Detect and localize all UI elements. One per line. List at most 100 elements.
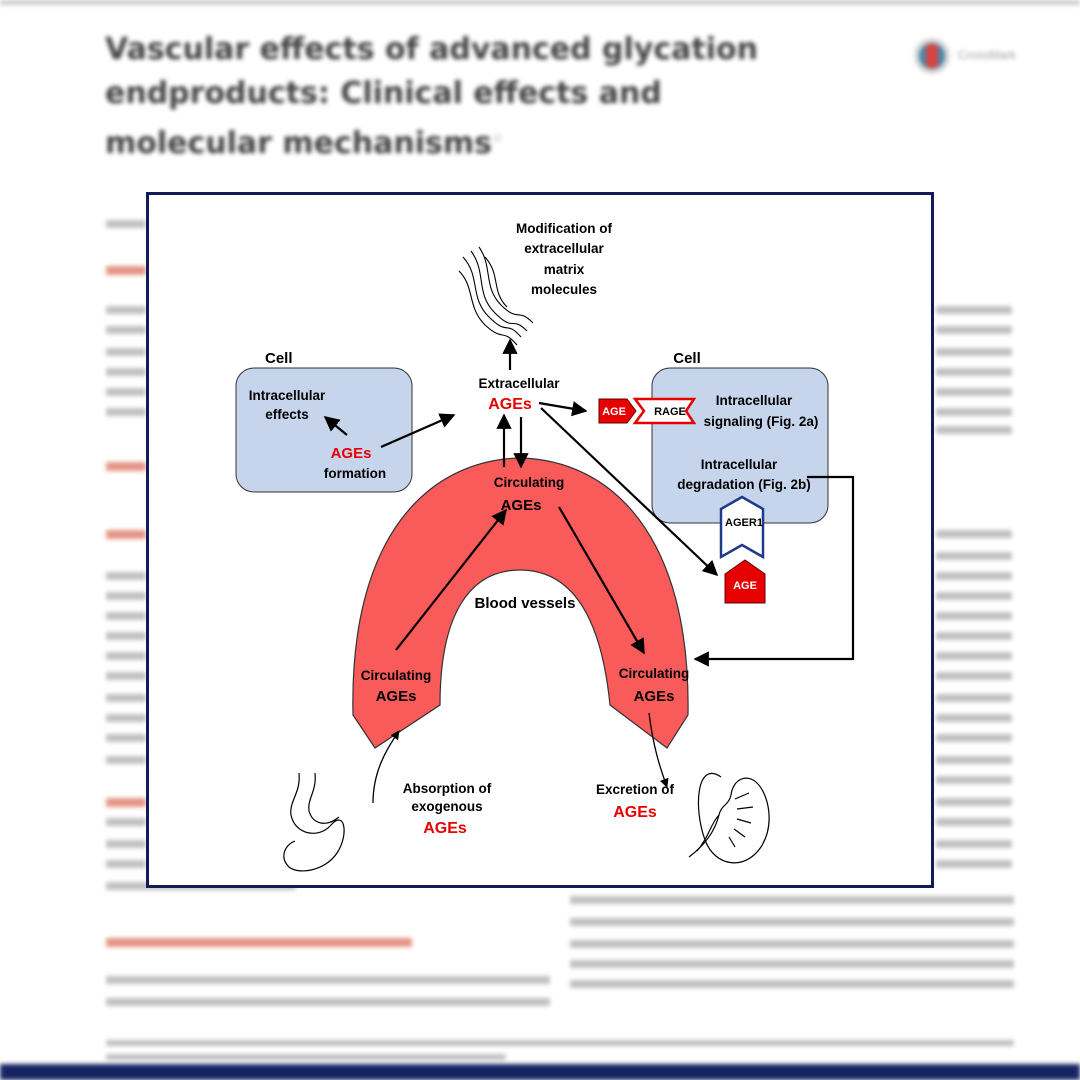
intracellular-effects-line2: effects	[265, 407, 309, 422]
body-line	[106, 998, 550, 1006]
footnote-line	[106, 1054, 506, 1060]
signaling-line1: Intracellular	[716, 393, 793, 408]
body-line	[936, 592, 1012, 600]
absorption-line2: exogenous	[411, 799, 482, 814]
body-line	[570, 960, 1014, 968]
age-tag-rage	[598, 398, 637, 424]
left-cell-ages: AGEs	[331, 445, 372, 462]
body-line	[106, 840, 146, 848]
keywords-heading	[106, 462, 146, 471]
top-circulating-line2: AGEs	[501, 497, 542, 514]
rage-receptor	[632, 397, 697, 425]
degradation-line1: Intracellular	[701, 457, 778, 472]
figure-frame: Cell Intracellular effects AGEs formatio…	[146, 192, 934, 888]
body-line	[936, 530, 1012, 538]
arrow-formation-to-extracellular	[380, 413, 456, 449]
excretion-ages: AGEs	[613, 804, 657, 821]
body-line	[936, 388, 1012, 396]
body-line	[936, 426, 1012, 434]
body-line	[936, 818, 1012, 826]
body-line	[106, 818, 146, 826]
body-line	[936, 756, 1012, 764]
bottom-band	[0, 1064, 1080, 1080]
age-tag-degradation	[724, 559, 766, 604]
blood-vessel-arch	[352, 457, 689, 749]
absorption-ages: AGEs	[423, 820, 467, 837]
body-line	[936, 672, 1012, 680]
top-edge-line	[0, 0, 1080, 5]
abstract-heading	[106, 266, 146, 275]
body-line	[936, 840, 1012, 848]
age-tag-label: AGE	[602, 406, 626, 418]
body-line	[936, 326, 1012, 334]
ages-diagram: Cell Intracellular effects AGEs formatio…	[235, 221, 855, 872]
article-title-text: Vascular effects of advanced glycation e…	[105, 32, 758, 161]
crossmark-icon	[914, 38, 950, 74]
abstract-line	[106, 326, 146, 334]
body-line	[106, 976, 550, 984]
ecm-label-line3: matrix	[544, 262, 585, 277]
body-line	[936, 368, 1012, 376]
body-line	[106, 860, 146, 868]
body-line	[936, 408, 1012, 416]
ager1-receptor	[719, 495, 765, 560]
body-line	[570, 918, 1014, 926]
left-circulating-line1: Circulating	[361, 668, 432, 683]
arrow-excretion	[648, 712, 669, 788]
body-line	[936, 306, 1012, 314]
rage-label: RAGE	[654, 406, 686, 418]
body-line	[936, 714, 1012, 722]
absorption-line1: Absorption of	[403, 781, 492, 796]
body-line	[936, 348, 1012, 356]
title-footnote-marker: ☆	[492, 131, 503, 145]
crossmark-label: CrossMark	[958, 48, 1017, 62]
body-line	[936, 860, 1012, 868]
signaling-line2: signaling (Fig. 2a)	[704, 414, 819, 429]
excretion-label: Excretion of	[596, 782, 675, 797]
degradation-line2: degradation (Fig. 2b)	[677, 477, 811, 492]
right-circulating-line2: AGEs	[634, 688, 675, 705]
body-line	[106, 756, 146, 764]
body-line	[936, 652, 1012, 660]
ager1-label: AGER1	[725, 517, 763, 529]
author-line	[106, 220, 146, 228]
right-cell-title: Cell	[673, 350, 701, 367]
section-heading	[106, 530, 146, 539]
ecm-label-line1: Modification of	[516, 221, 612, 236]
arrow-left-to-top	[395, 508, 507, 651]
body-line	[936, 734, 1012, 742]
kidney-icon	[688, 773, 770, 864]
left-circulating-line2: AGEs	[376, 688, 417, 705]
arrow-top-to-right	[558, 506, 645, 655]
intracellular-effects-line1: Intracellular	[249, 388, 326, 403]
body-line	[936, 798, 1012, 806]
body-line	[936, 612, 1012, 620]
body-line	[936, 776, 1012, 784]
abstract-line	[106, 388, 146, 396]
extracellular-label: Extracellular	[478, 376, 560, 391]
body-line	[106, 632, 146, 640]
body-line	[936, 552, 1012, 560]
abstract-line	[106, 368, 146, 376]
subsection-heading	[106, 798, 146, 807]
age-tag-2-label: AGE	[733, 580, 757, 592]
arrow-formation-to-effects	[323, 416, 348, 436]
body-line	[936, 632, 1012, 640]
ecm-label-line2: extracellular	[524, 241, 604, 256]
body-line	[106, 714, 146, 722]
abstract-line	[106, 348, 146, 356]
footnote-line	[106, 1040, 1014, 1046]
body-line	[106, 672, 146, 680]
body-line	[106, 592, 146, 600]
section-heading	[106, 938, 412, 947]
body-line	[570, 940, 1014, 948]
body-line	[106, 572, 146, 580]
body-line	[106, 652, 146, 660]
body-line	[936, 572, 1012, 580]
top-circulating-line1: Circulating	[494, 475, 565, 490]
stomach-icon	[283, 772, 345, 872]
abstract-line	[106, 408, 146, 416]
formation-label: formation	[324, 466, 386, 481]
arrow-extracellular-to-rage	[538, 401, 588, 417]
body-line	[106, 694, 146, 702]
